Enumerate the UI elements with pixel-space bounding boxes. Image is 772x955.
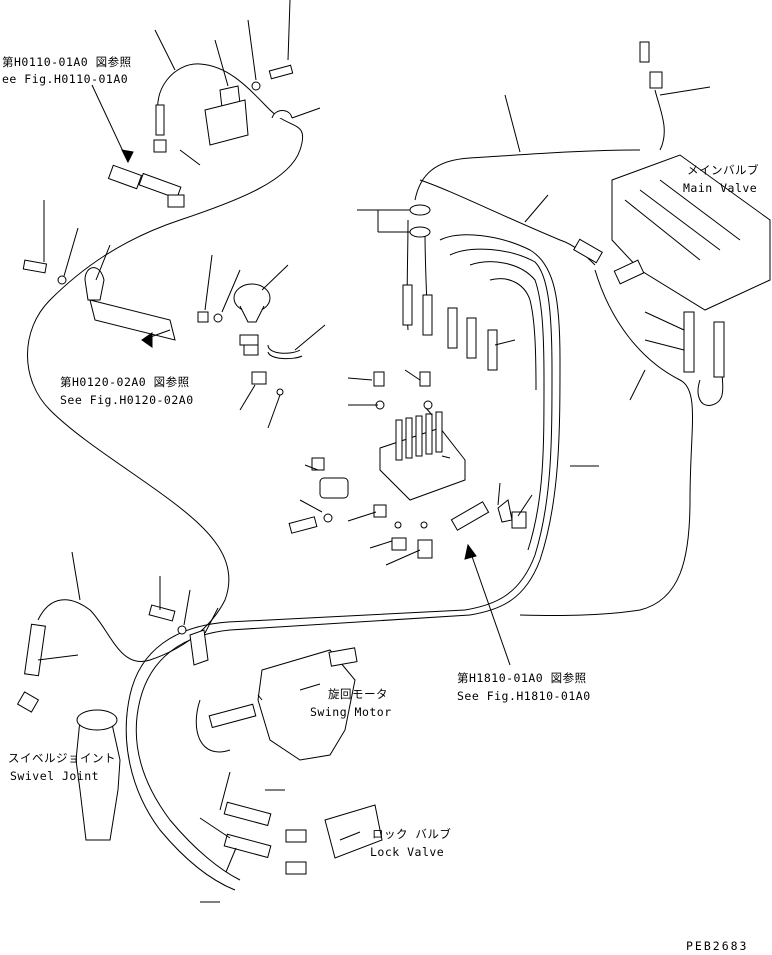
swivel-joint-jp-label: スイベルジョイント	[8, 751, 116, 765]
swing-motor-en-label: Swing Motor	[310, 705, 392, 719]
ref-h0120-jp-label: 第H0120-02A0 図参照	[60, 375, 190, 389]
ref-h1810-en-label: See Fig.H1810-01A0	[457, 689, 591, 703]
main-valve-jp-label: メインバルブ	[687, 163, 759, 177]
swing-motor-jp-label: 旋回モータ	[328, 687, 388, 701]
ref-h0110-jp-label: 第H0110-01A0 図参照	[2, 55, 132, 69]
swivel-joint-en-label: Swivel Joint	[10, 769, 100, 783]
ref-h1810-jp-label: 第H1810-01A0 図参照	[457, 671, 587, 685]
ref-h0110-en-label: ee Fig.H0110-01A0	[2, 72, 129, 86]
leader-lines	[38, 0, 710, 902]
lock-valve-en-label: Lock Valve	[370, 845, 445, 859]
drawing-code-label: PEB2683	[686, 939, 749, 953]
ref-h0120-en-label: See Fig.H0120-02A0	[60, 393, 194, 407]
main-valve-en-label: Main Valve	[683, 181, 758, 195]
hose-lines	[28, 64, 723, 890]
fittings	[18, 42, 770, 874]
lock-valve-jp-label: ロック バルブ	[372, 827, 452, 841]
